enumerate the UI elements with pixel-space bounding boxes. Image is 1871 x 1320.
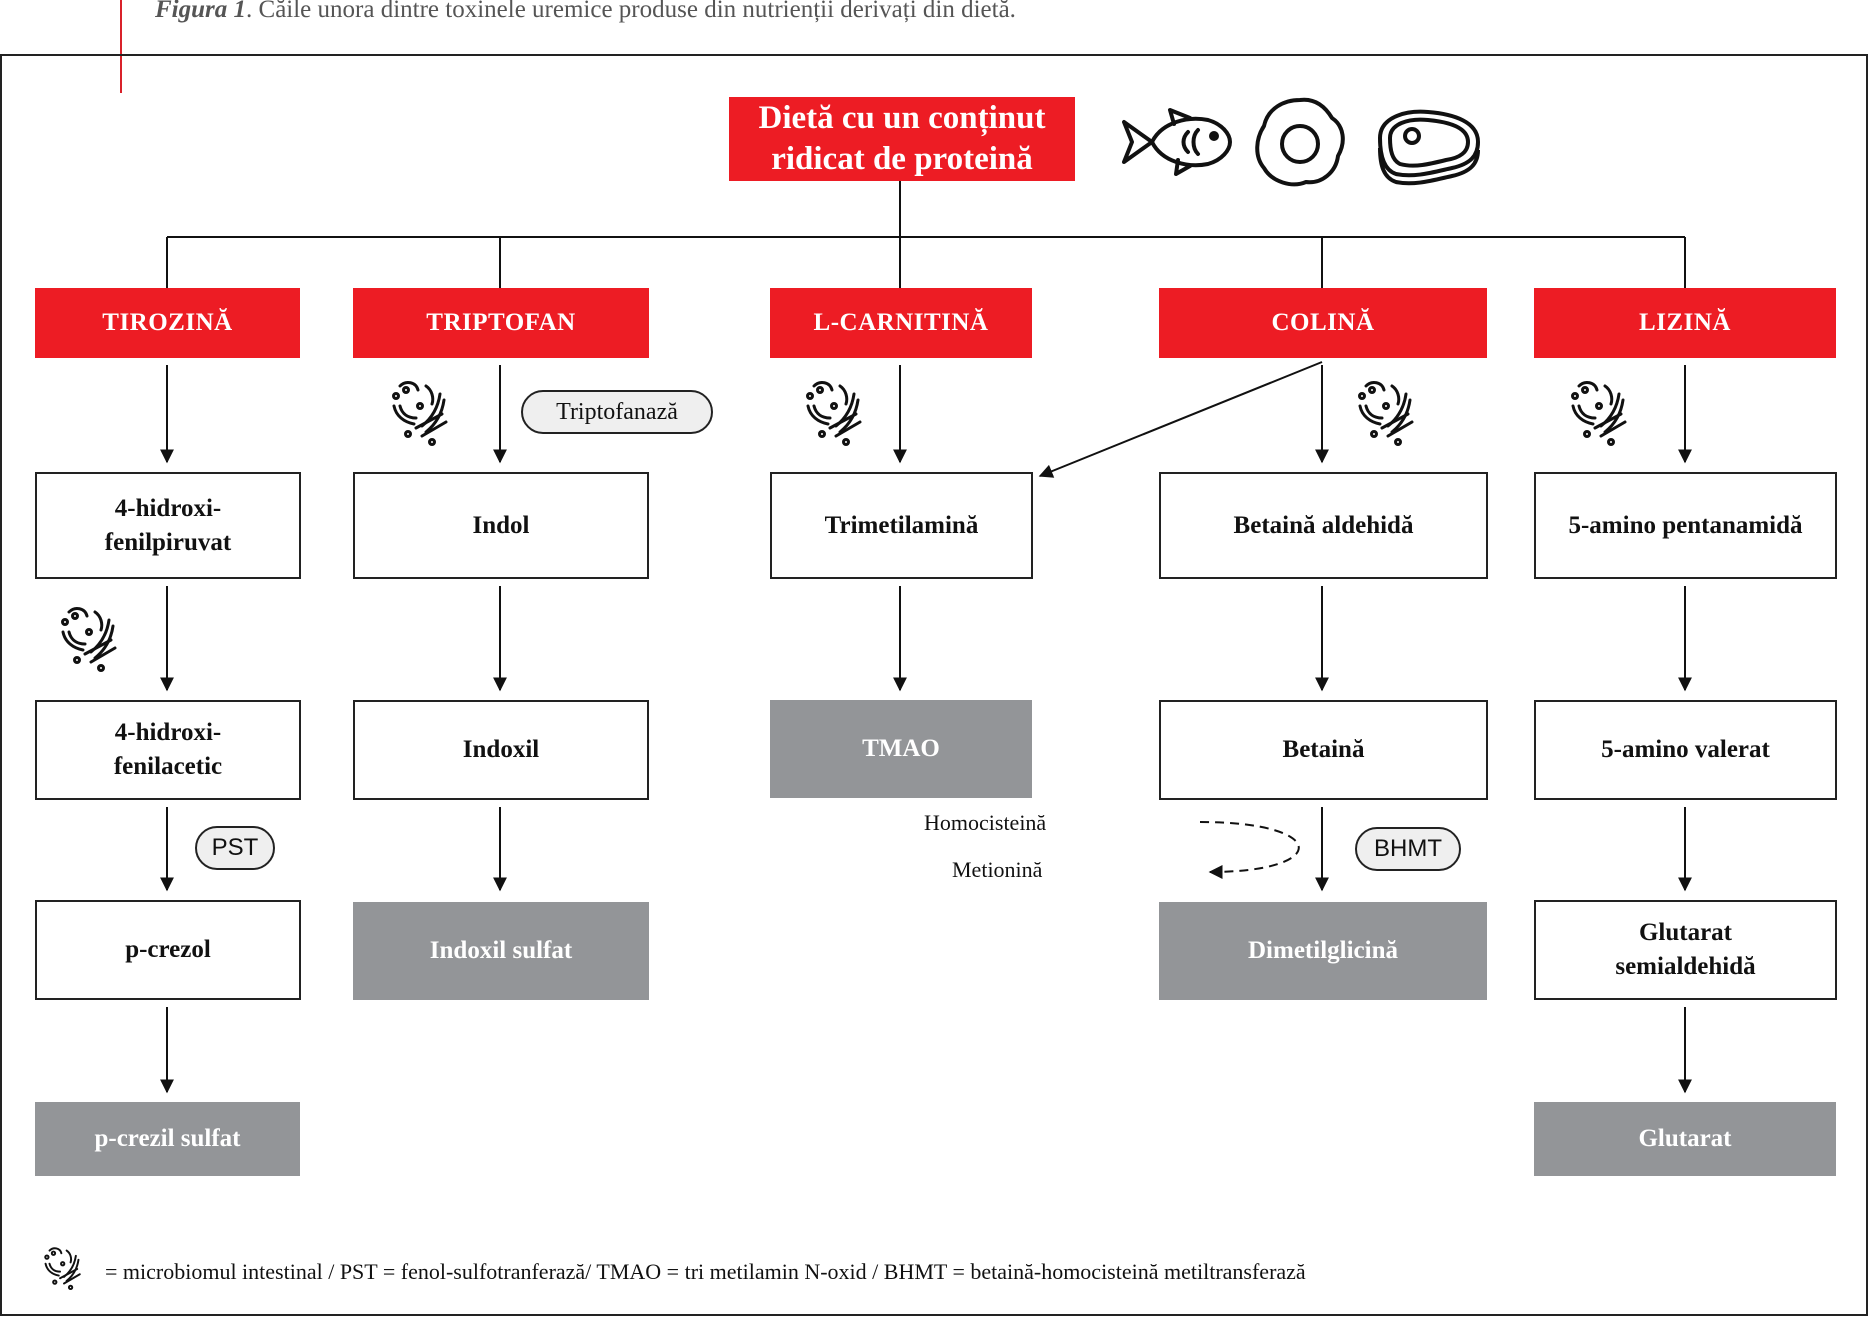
figure-caption-text: . Căile unora dintre toxinele uremice pr… (246, 0, 1016, 23)
diet-title-line1: Dietă cu un conținut (758, 99, 1046, 136)
legend-text: = microbiomul intestinal / PST = fenol-s… (105, 1259, 1306, 1284)
final-glutarat: Glutarat (1534, 1102, 1836, 1176)
enzyme-triptofanaza-pill: Triptofanază (521, 390, 713, 434)
step-5-amino-pentanamida: 5-amino pentanamidă (1534, 472, 1837, 579)
diet-title-line2: ridicat de proteină (771, 141, 1033, 177)
step-indol: Indol (353, 472, 649, 579)
microbiome-icon (61, 607, 117, 672)
egg-icon (1255, 97, 1345, 187)
meat-icon (1378, 109, 1480, 186)
microbiome-icon (1571, 381, 1627, 446)
label-homocisteina: Homocisteină (924, 810, 1047, 835)
step-indoxil: Indoxil (353, 700, 649, 800)
step-betaina-aldehida: Betaină aldehidă (1159, 472, 1488, 579)
enzyme-pst-pill: PST (195, 826, 275, 870)
step-p-crezol: p-crezol (35, 900, 301, 1000)
figure-caption: Figura 1. Căile unora dintre toxinele ur… (155, 0, 1016, 24)
final-tmao: TMAO (770, 700, 1032, 798)
final-p-crezil-sulfat: p-crezil sulfat (35, 1102, 300, 1176)
figure-caption-label: Figura 1 (155, 0, 247, 23)
microbiome-icon (806, 381, 862, 446)
microbiome-icon (392, 381, 448, 446)
step-5-amino-valerat: 5-amino valerat (1534, 700, 1837, 800)
diet-title-box: Dietă cu un conținut ridicat de proteină (729, 97, 1075, 181)
header-tirozina: TIROZINĂ (35, 288, 300, 358)
header-l-carnitina: L-CARNITINĂ (770, 288, 1032, 358)
enzyme-bhmt-pill: BHMT (1355, 827, 1461, 871)
step-glutarat-semialdehida: Glutarat semialdehidă (1534, 900, 1837, 1000)
step-4-hidroxi-fenilacetic: 4-hidroxi- fenilacetic (35, 700, 301, 800)
header-triptofan: TRIPTOFAN (353, 288, 649, 358)
diagram-frame (0, 54, 1868, 1316)
microbiome-legend-icon (44, 1247, 81, 1291)
microbiome-icon (1358, 381, 1414, 446)
header-lizina: LIZINĂ (1534, 288, 1836, 358)
header-colina: COLINĂ (1159, 288, 1487, 358)
step-betaina: Betaină (1159, 700, 1488, 800)
label-metionina: Metionină (952, 857, 1043, 882)
step-4-hidroxi-fenilpiruvat: 4-hidroxi- fenilpiruvat (35, 472, 301, 579)
caption-accent-bar (120, 0, 122, 93)
fish-icon (1122, 108, 1232, 176)
final-indoxil-sulfat: Indoxil sulfat (353, 902, 649, 1000)
final-dimetilglicina: Dimetilglicină (1159, 902, 1487, 1000)
step-trimetilamina: Trimetilamină (770, 472, 1033, 579)
